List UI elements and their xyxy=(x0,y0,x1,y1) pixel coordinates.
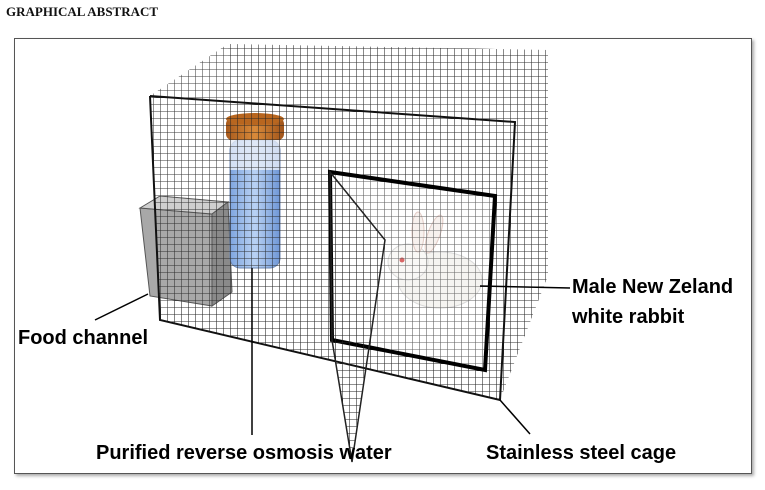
figure-frame xyxy=(14,38,752,474)
section-heading: GRAPHICAL ABSTRACT xyxy=(6,4,159,19)
label-water: Purified reverse osmosis water xyxy=(96,442,392,464)
cage-door[interactable] xyxy=(327,169,498,463)
label-rabbit-line2: white rabbit xyxy=(572,306,685,328)
label-food-channel: Food channel xyxy=(18,327,148,349)
leader-lines xyxy=(94,268,571,435)
label-rabbit-line1: Male New Zeland xyxy=(572,276,734,298)
label-cage: Stainless steel cage xyxy=(486,442,677,464)
